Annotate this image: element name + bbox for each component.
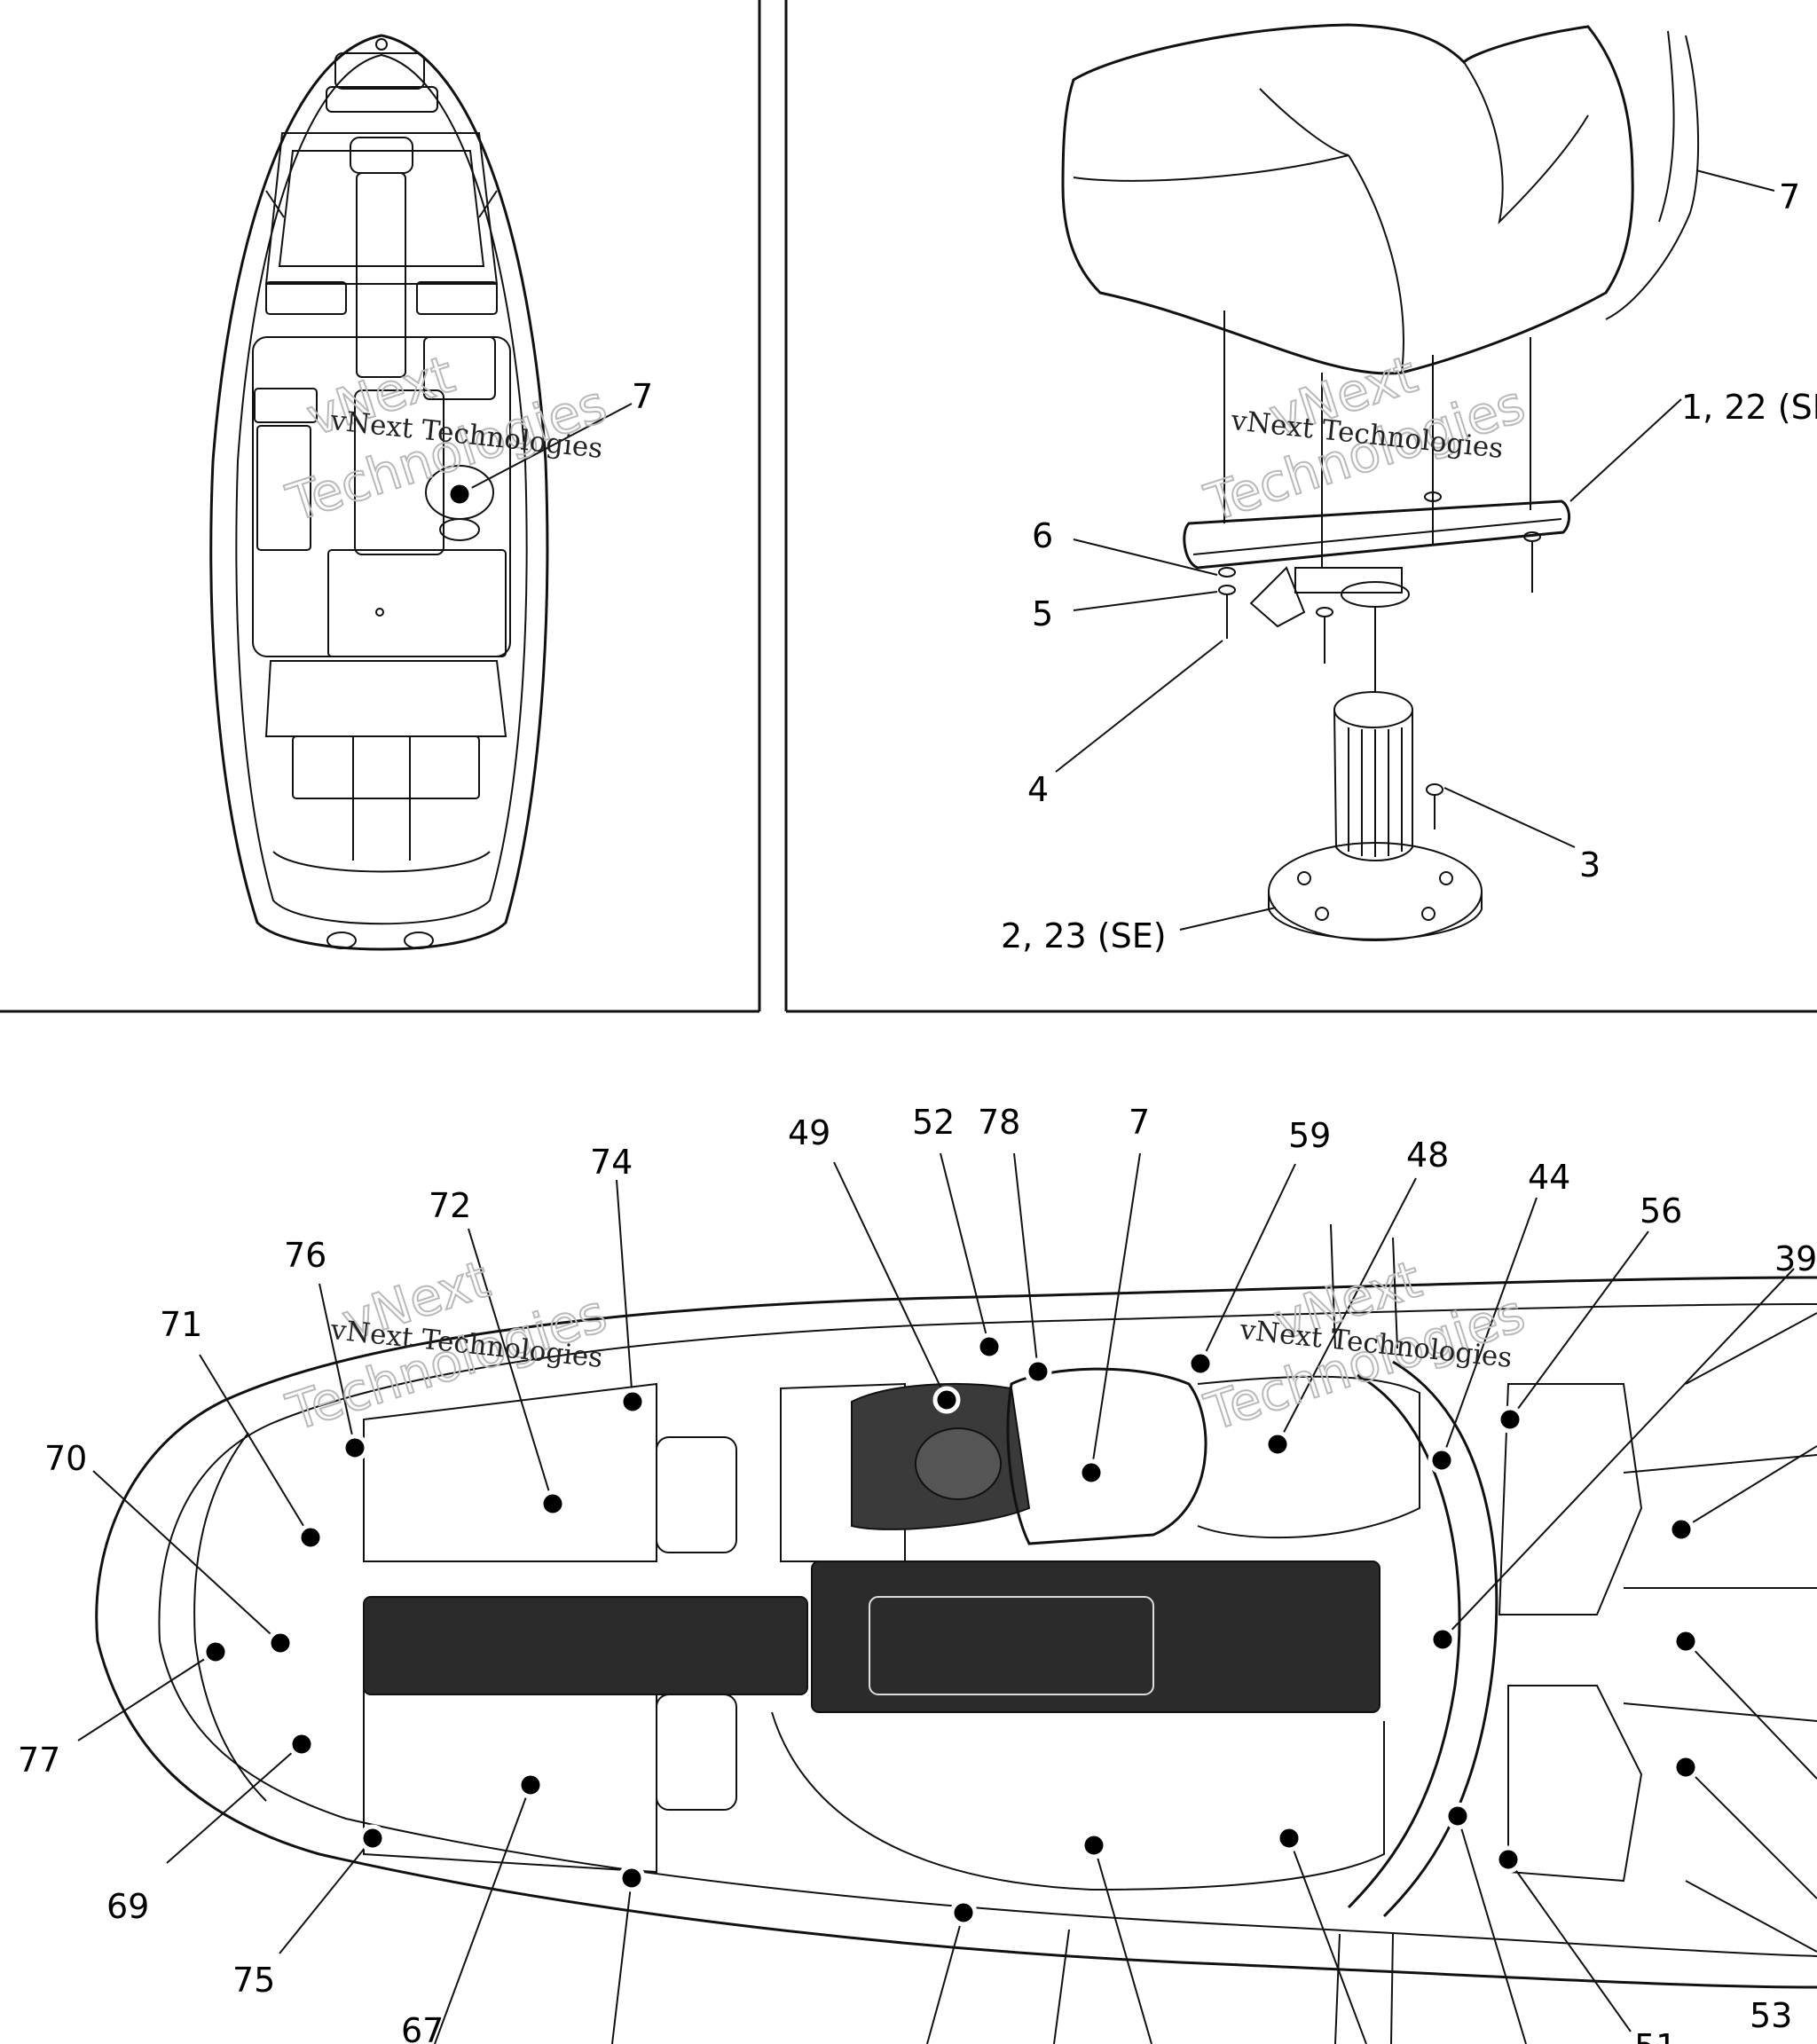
svg-text:72: 72 — [429, 1186, 471, 1225]
callout-69: 69 — [106, 1730, 316, 1926]
callout-bl-f — [1443, 1802, 1527, 2044]
callout-76: 76 — [284, 1236, 369, 1462]
svg-text:78: 78 — [978, 1103, 1020, 1142]
svg-text:1, 22 (SE): 1, 22 (SE) — [1681, 388, 1817, 427]
callout-tl-7: 7 — [445, 377, 653, 508]
callout-bl-c — [1053, 1929, 1070, 2044]
callout-67: 67 — [401, 1771, 545, 2044]
callout-label: 7 — [632, 377, 653, 416]
svg-text:4: 4 — [1027, 770, 1049, 809]
callout-59: 59 — [1186, 1116, 1331, 1378]
watermark-top-left: vNext Technologies vNext Technologies — [279, 342, 614, 534]
svg-text:7: 7 — [1779, 177, 1800, 216]
callout-75: 75 — [232, 1824, 387, 2000]
svg-text:74: 74 — [590, 1143, 633, 1182]
svg-text:69: 69 — [106, 1887, 149, 1926]
callout-72: 72 — [429, 1186, 567, 1518]
callout-56: 56 — [1496, 1191, 1682, 1434]
callout-7: 7 — [1077, 1103, 1150, 1487]
callout-77: 77 — [18, 1638, 230, 1780]
svg-text:52: 52 — [912, 1103, 955, 1142]
callout-39b — [1667, 1445, 1817, 1544]
fasteners — [1218, 491, 1541, 664]
callout-bl-e — [1275, 1824, 1367, 2044]
callout-tr-7: 7 — [1695, 169, 1800, 216]
svg-text:77: 77 — [18, 1741, 60, 1780]
svg-text:59: 59 — [1288, 1116, 1331, 1155]
callout-71: 71 — [160, 1305, 325, 1552]
callout-tr-5: 5 — [1032, 591, 1218, 633]
callout-bl-a — [611, 1864, 646, 2044]
svg-text:7: 7 — [1129, 1103, 1150, 1142]
watermark-bottom-right: vNext Technologies vNext Technologies — [1197, 1247, 1532, 1443]
svg-text:51: 51 — [1634, 2027, 1677, 2044]
panel-frames — [0, 0, 1817, 1013]
callout-bl-b — [926, 1899, 978, 2044]
svg-text:71: 71 — [160, 1305, 202, 1344]
callout-70: 70 — [44, 1439, 295, 1657]
svg-text:48: 48 — [1406, 1136, 1449, 1175]
callout-tr-2-23: 2, 23 (SE) — [1001, 907, 1277, 955]
callout-tr-1-22: 1, 22 (SE) — [1569, 388, 1817, 502]
callout-tr-4: 4 — [1027, 640, 1223, 809]
watermark-bottom-left: vNext Technologies vNext Technologies — [279, 1247, 614, 1443]
svg-text:53: 53 — [1750, 1996, 1792, 2035]
callout-78: 78 — [978, 1103, 1052, 1386]
callout-48: 48 — [1263, 1136, 1449, 1458]
callout-49: 49 — [788, 1113, 961, 1414]
callouts-bottom: 49 52 78 7 59 48 44 56 39 74 72 76 71 70… — [18, 1103, 1817, 2044]
svg-text:39: 39 — [1774, 1239, 1817, 1278]
callout-tr-6: 6 — [1032, 516, 1218, 576]
svg-text:3: 3 — [1579, 845, 1601, 884]
boat-interior-view — [95, 1223, 1817, 2044]
svg-text:5: 5 — [1032, 594, 1053, 633]
callout-39d — [1671, 1753, 1817, 1899]
svg-text:2, 23 (SE): 2, 23 (SE) — [1001, 916, 1167, 955]
svg-text:49: 49 — [788, 1113, 830, 1152]
svg-text:76: 76 — [284, 1236, 326, 1275]
seat-exploded-view — [1061, 23, 1700, 941]
svg-text:67: 67 — [401, 2011, 444, 2044]
callout-39a: 39 — [1428, 1239, 1817, 1654]
svg-text:44: 44 — [1528, 1158, 1570, 1197]
svg-text:75: 75 — [232, 1961, 275, 2000]
callout-53: 53 — [1750, 1996, 1792, 2035]
callout-44: 44 — [1428, 1158, 1570, 1474]
callout-74: 74 — [590, 1143, 647, 1416]
svg-text:6: 6 — [1032, 516, 1053, 555]
callout-tr-3: 3 — [1443, 787, 1601, 884]
callout-39c — [1671, 1627, 1817, 1780]
boat-outline-top-view — [209, 34, 549, 951]
callout-bl-d — [1080, 1831, 1152, 2044]
svg-text:56: 56 — [1640, 1191, 1682, 1230]
callout-52: 52 — [912, 1103, 1003, 1361]
callout-51: 51 — [1494, 1845, 1677, 2044]
svg-text:70: 70 — [44, 1439, 87, 1478]
callouts-top-right: 7 1, 22 (SE) 6 5 4 3 2, 23 (SE) — [1001, 169, 1817, 955]
